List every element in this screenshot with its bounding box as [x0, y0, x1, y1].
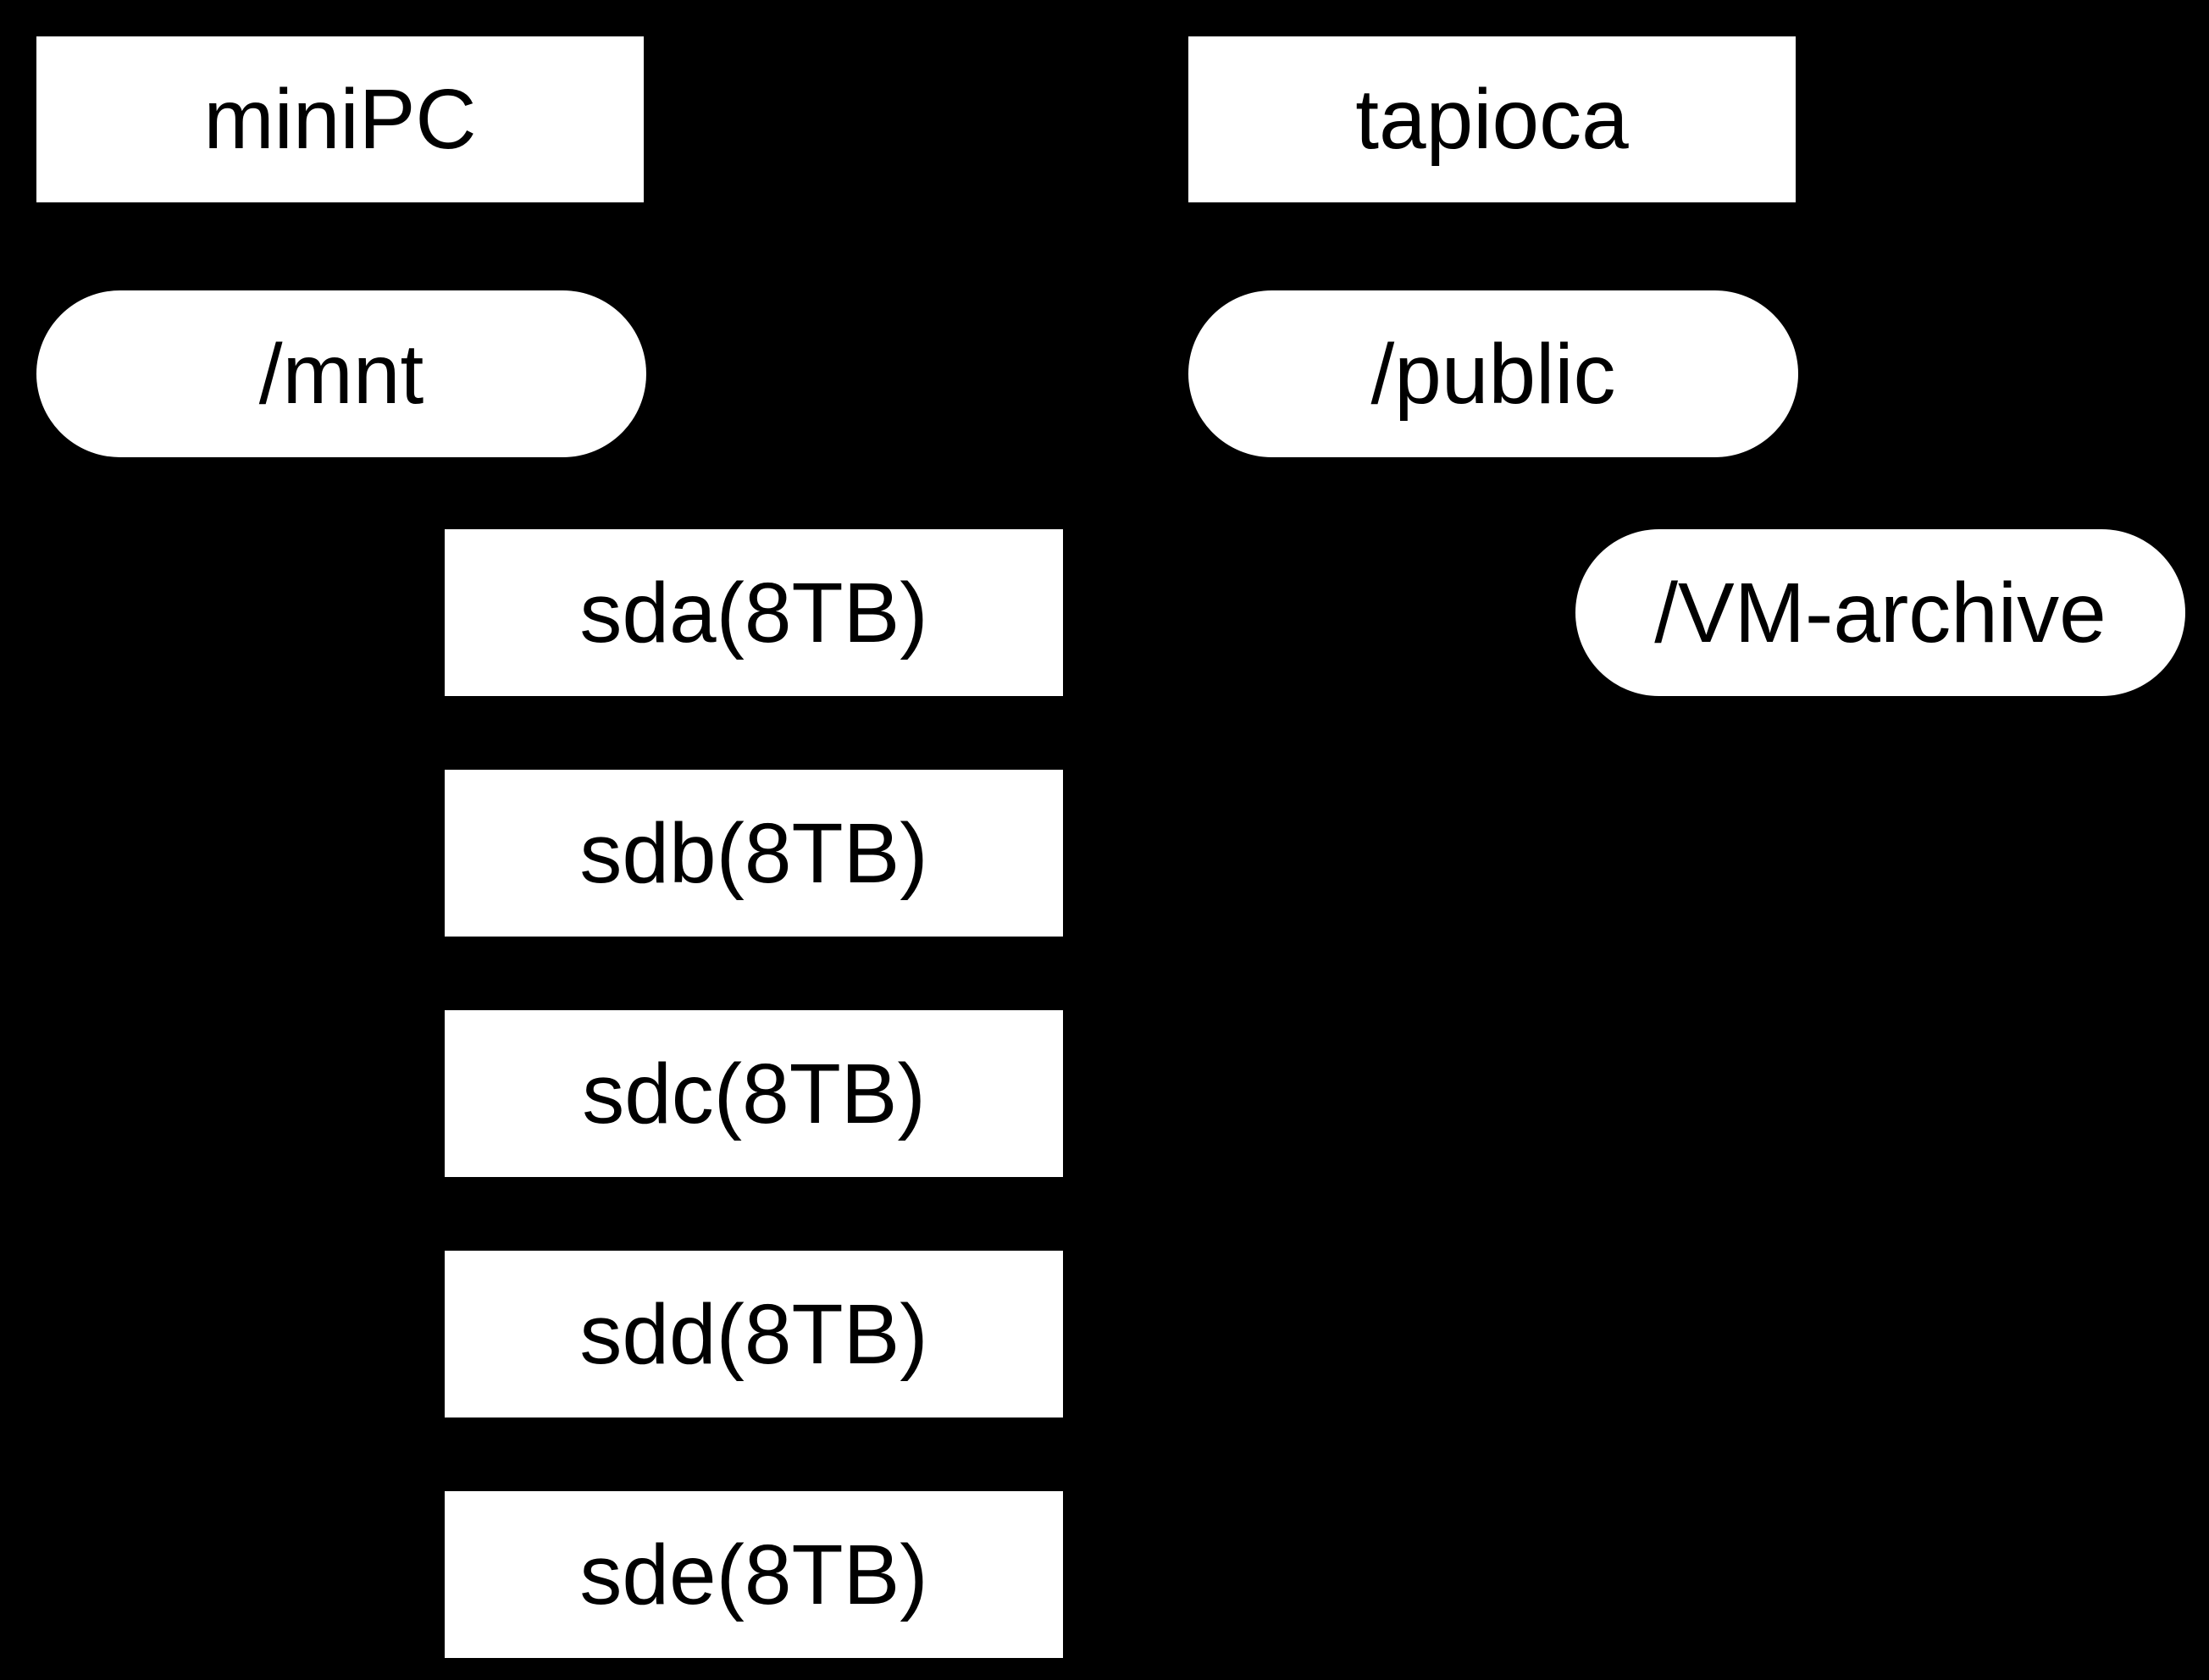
node-sdc: sdc(8TB) [445, 1010, 1063, 1177]
node-tapioca: tapioca [1188, 36, 1796, 202]
node-minipc: miniPC [36, 36, 644, 202]
node-sdb: sdb(8TB) [445, 770, 1063, 937]
node-sdd: sdd(8TB) [445, 1251, 1063, 1418]
node-vm-archive: /VM-archive [1575, 529, 2185, 696]
node-public: /public [1188, 290, 1798, 457]
node-sde: sde(8TB) [445, 1491, 1063, 1658]
node-sda: sda(8TB) [445, 529, 1063, 696]
node-mnt: /mnt [36, 290, 646, 457]
